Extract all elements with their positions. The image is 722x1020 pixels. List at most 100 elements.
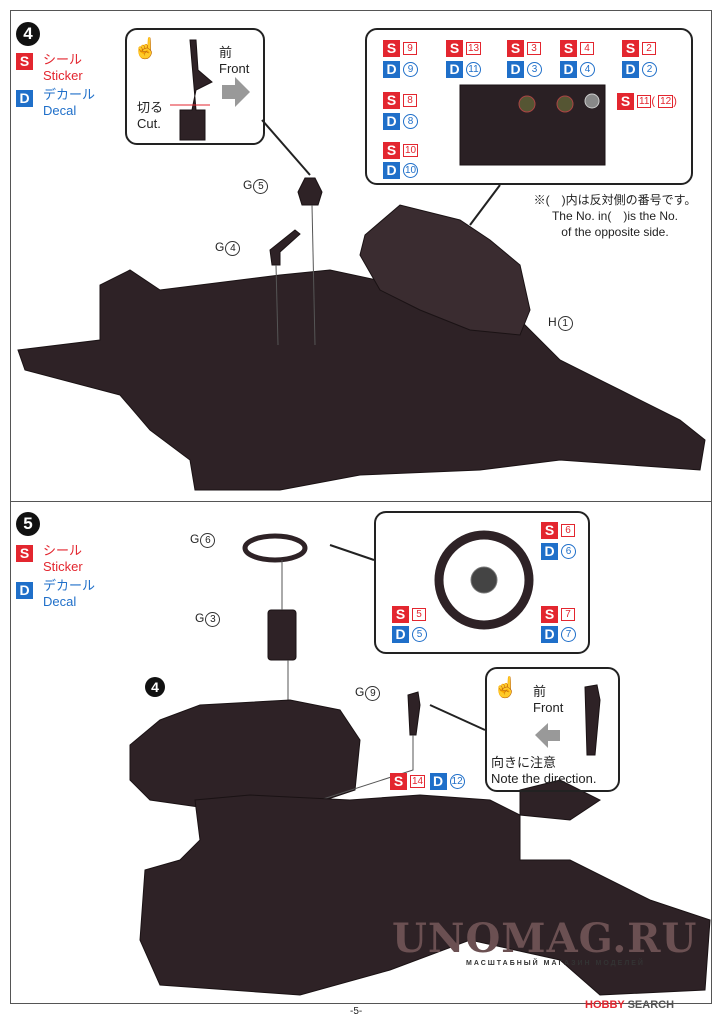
decal-badge: D [16,90,33,108]
legend-D: D [541,626,558,644]
step4-dash_callout-items-3-d: 4 [580,62,595,78]
pointing-hand-icon: ☝ [493,677,518,699]
step5-floor_marks-s: 14 [410,775,426,789]
dash-callout [365,28,693,185]
step4-dash_callout-items-5-d: 8 [403,114,418,130]
step4-reference: 4 [145,677,165,697]
step4-dash_callout-items-3-s: 4 [580,42,594,56]
legend-D: D [429,773,447,791]
arrow-left-icon [535,723,560,748]
step5-wheel_callout-items-2-s: 7 [561,608,575,622]
step5-parts-2-num: 9 [365,686,381,701]
step4-parts-2-num: 1 [557,316,573,331]
pointing-hand-icon: ☝ [133,38,158,60]
step5-parts-1-letter: G [195,611,205,625]
legend-D: D [383,113,400,131]
legend-S: S [507,40,524,58]
dashboard-h1-shape [359,204,531,336]
step4-dash_callout-items-0-d: 9 [403,62,418,78]
step5-wheel_callout-items-0-s: 6 [561,524,575,538]
watermark-hobby_a: HOBBY [585,999,625,1011]
floor-shape [139,794,711,996]
legend-D: D [622,61,639,79]
sticker-jp: シール [43,543,83,558]
sticker-badge: S [16,545,33,563]
legend-S: S [541,522,558,540]
legend-D: D [383,162,400,180]
step4-dash_callout-side-s: 11 [637,95,652,108]
note-en-2: of the opposite side. [561,225,669,239]
watermark-title: UNOMAG.RU [392,915,698,962]
sticker-en: Sticker [43,68,83,83]
step4-dash_callout-items-2-s: 3 [527,42,541,56]
legend-D: D [560,61,577,79]
steering-wheel-g6-shape [242,533,308,563]
step4-dash_callout-side-paren_open: ( [651,95,656,108]
step4-dash_callout-items-2-d: 3 [527,62,542,78]
step4-dash_callout-items-6-s: 10 [403,144,419,158]
shifter-closeup-shape [179,39,213,141]
page-number: -5- [350,1006,363,1017]
legend-S: S [390,773,407,791]
step4-dash_callout-items-4-s: 2 [642,42,656,56]
decal-jp: デカール [43,87,96,102]
step5-wheel_callout-items-0-d: 6 [561,544,576,560]
note-jp: ※( )内は反対側の番号です。 [533,193,697,207]
step4-dash_callout-items-0-s: 9 [403,42,417,56]
hobby-search-logo: HOBBY SEARCH [585,999,674,1011]
wheel-closeup-shape [434,530,534,630]
direction-jp: 向きに注意 [491,755,557,770]
step4-parts-0-num: 5 [253,179,269,194]
step5-panel [10,501,712,1004]
step4-dash_callout-items-1-d: 11 [466,62,481,78]
legend-D: D [507,61,524,79]
legend-D: D [392,626,409,644]
decal-en: Decal [43,103,77,118]
step5-wheel_callout-items-1-d: 5 [412,627,427,643]
front-en: Front [219,61,250,76]
legend-S: S [446,40,463,58]
step4-parts-1-num: 4 [225,241,241,256]
dashboard-shape [129,699,361,811]
step4-parts-0-letter: G [243,178,253,192]
step5-wheel_callout-items-1-s: 5 [412,608,426,622]
direction-en: Note the direction. [491,771,597,786]
decal-en: Decal [43,594,77,609]
sticker-jp: シール [43,52,83,67]
step4-dash_callout-items-5-s: 8 [403,94,417,108]
column-g3-shape [267,609,297,661]
front-jp: 前 [533,684,547,699]
step5-parts-2-letter: G [355,685,365,699]
decal-badge: D [16,582,33,600]
floor-tub-shape [17,269,706,491]
front-en: Front [533,700,564,715]
shifter-callout [125,28,265,145]
legend-S: S [622,40,639,58]
legend-S: S [560,40,577,58]
legend-S: S [383,142,400,160]
step4-dash_callout-side-paren_close: ) [673,95,677,108]
